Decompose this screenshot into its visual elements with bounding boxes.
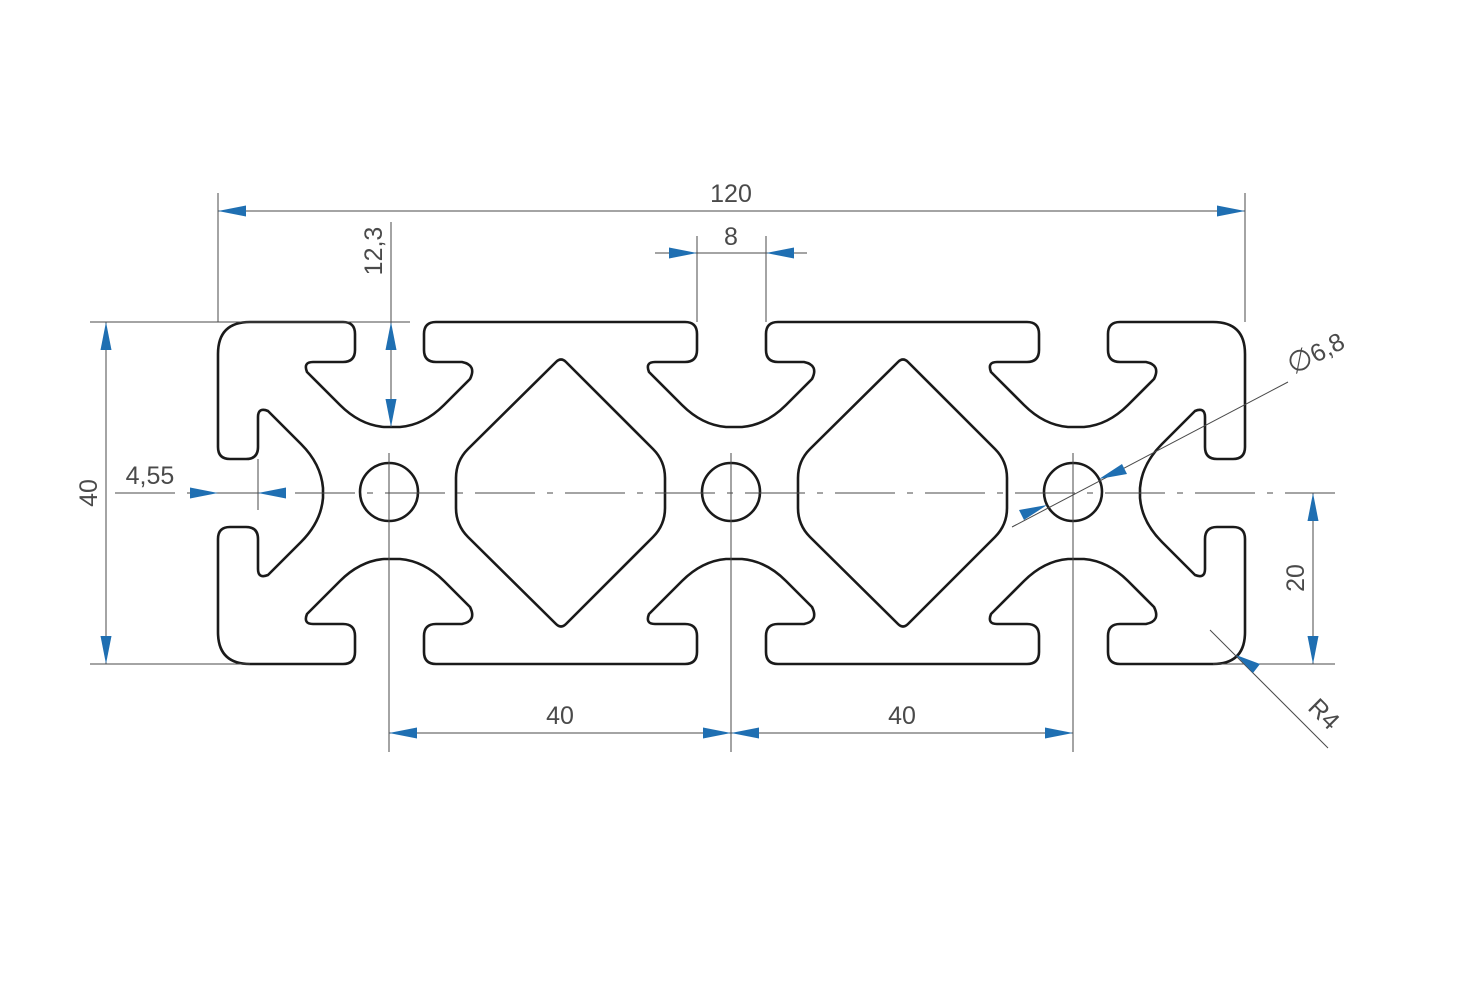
dimension-label-overall-width: 120: [710, 180, 752, 208]
arrowhead: [389, 727, 417, 739]
dimension-slot-width: 8: [655, 223, 807, 322]
arrowhead: [766, 247, 794, 259]
arrowhead: [100, 322, 112, 350]
arrowhead: [1099, 464, 1127, 479]
arrowhead: [703, 727, 731, 739]
dimension-slot-depth: 12,3: [218, 222, 410, 427]
dimension-height: 40: [75, 321, 250, 665]
dimension-label-bore-diameter: ∅6,8: [1282, 325, 1350, 381]
arrowhead: [258, 487, 286, 499]
arrowhead: [669, 247, 697, 259]
arrowhead: [1217, 205, 1245, 217]
dimension-half-height: 20: [1213, 493, 1335, 665]
dimension-label-pitch-left: 40: [546, 702, 574, 730]
dimension-label-slot-width: 8: [724, 223, 738, 251]
dimension-pitch: 40 40: [389, 702, 1073, 739]
dimension-lip-thickness: 4,55: [126, 459, 286, 510]
arrowhead: [1307, 636, 1319, 664]
arrowhead: [385, 399, 397, 427]
arrowhead: [1045, 727, 1073, 739]
dimension-corner-radius: R4: [1209, 629, 1345, 749]
arrowhead: [100, 636, 112, 664]
dimension-label-slot-depth: 12,3: [360, 227, 388, 276]
dimension-label-lip-thickness: 4,55: [126, 462, 175, 490]
dimension-label-height: 40: [75, 479, 103, 507]
arrowhead: [1307, 493, 1319, 521]
dimension-label-half-height: 20: [1282, 564, 1310, 592]
cavity-left: [454, 358, 667, 628]
arrowhead: [731, 727, 759, 739]
arrowhead: [1019, 505, 1047, 520]
dimension-label-pitch-right: 40: [888, 702, 916, 730]
cavity-right: [796, 358, 1009, 628]
arrowhead: [190, 487, 218, 499]
arrowhead: [385, 322, 397, 350]
dimension-overall-width: 120: [217, 180, 1246, 322]
arrowhead: [1236, 655, 1260, 673]
arrowhead: [218, 205, 246, 217]
